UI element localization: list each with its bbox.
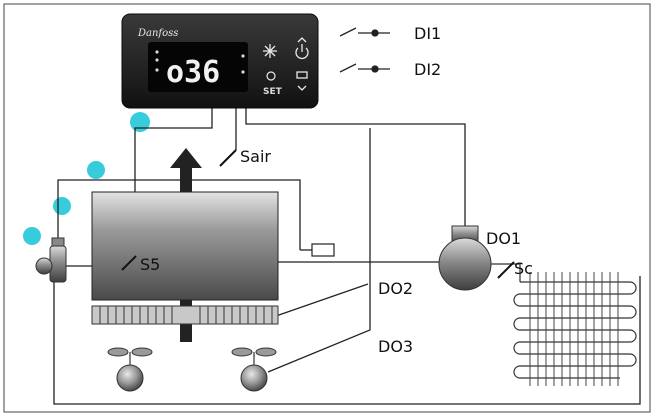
- di2-switch: [339, 63, 390, 73]
- condenser-coil-icon: [491, 263, 637, 386]
- controller-unit: Danfoss o36 SET: [121, 13, 319, 109]
- display-value: o36: [166, 55, 220, 90]
- fan-icon: [107, 347, 153, 392]
- s5-label: S5: [140, 255, 160, 274]
- do2-label: DO2: [378, 279, 413, 298]
- fan-icon: [231, 347, 277, 392]
- power-icon[interactable]: [295, 44, 309, 60]
- defrost-icon[interactable]: [266, 71, 276, 81]
- di1-label: DI1: [414, 24, 441, 43]
- wiring: [53, 108, 641, 405]
- heater-element: [311, 243, 335, 257]
- display-indicators: [155, 50, 245, 74]
- expansion-valve-icon: [35, 237, 67, 283]
- compressor-icon: [438, 225, 492, 291]
- sair-label: Sair: [240, 147, 271, 166]
- heater-bank: [91, 305, 279, 325]
- do1-label: DO1: [486, 229, 521, 248]
- do3-label: DO3: [378, 337, 413, 356]
- evaporator: [91, 191, 279, 301]
- down-arrow-icon[interactable]: [296, 71, 308, 91]
- controller-display: [148, 42, 248, 92]
- di2-label: DI2: [414, 60, 441, 79]
- snowflake-icon[interactable]: [263, 44, 277, 58]
- sc-label: Sc: [514, 259, 533, 278]
- set-button[interactable]: SET: [263, 87, 283, 97]
- sensor-probes: [121, 149, 515, 279]
- controller-logo: Danfoss: [137, 28, 178, 39]
- diagram-border: [3, 3, 651, 413]
- di1-switch: [339, 27, 390, 37]
- up-arrow-icon[interactable]: [297, 37, 307, 43]
